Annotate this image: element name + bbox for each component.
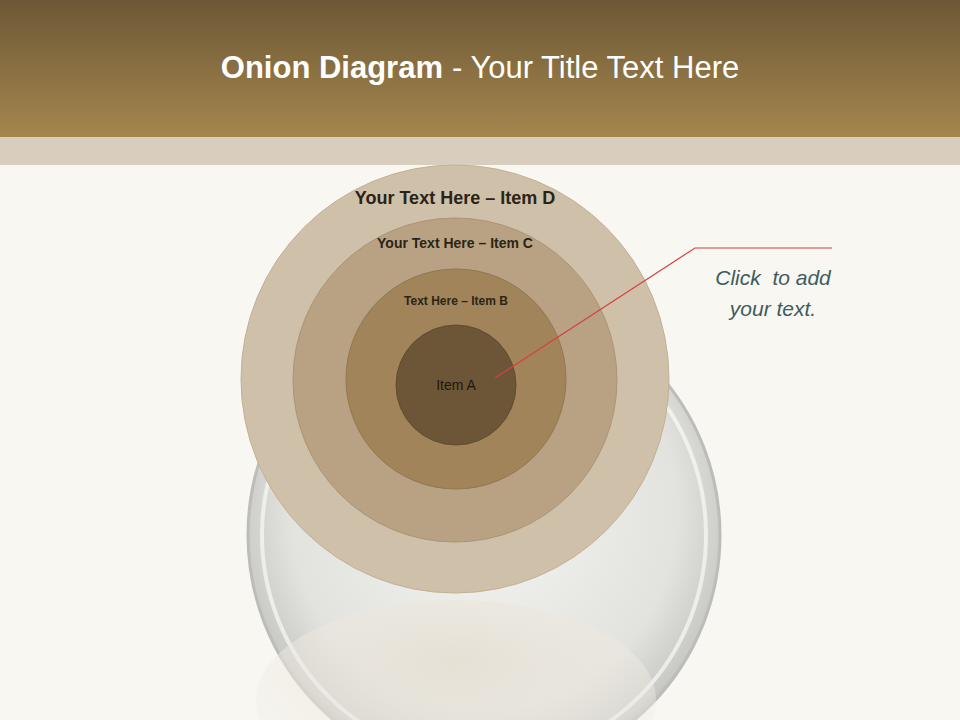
title: Onion Diagram [221,50,443,86]
title-subtitle: - Your Title Text Here [452,50,739,86]
ring-inner: Text Here – Item B Item A [345,268,567,490]
ring-label: Your Text Here – Item C [377,235,533,252]
header-band [0,137,960,165]
ring-label: Item A [436,377,476,394]
core-circle: Item A [395,324,517,446]
ring-label: Your Text Here – Item D [355,188,555,210]
callout-note: Click to add your text. [698,262,848,324]
ring-label: Text Here – Item B [404,294,508,308]
ring-middle: Your Text Here – Item C Text Here – Item … [292,217,618,543]
title-row: Onion Diagram - Your Title Text Here [0,46,960,90]
ring-outer: Your Text Here – Item D Your Text Here – … [240,164,670,594]
